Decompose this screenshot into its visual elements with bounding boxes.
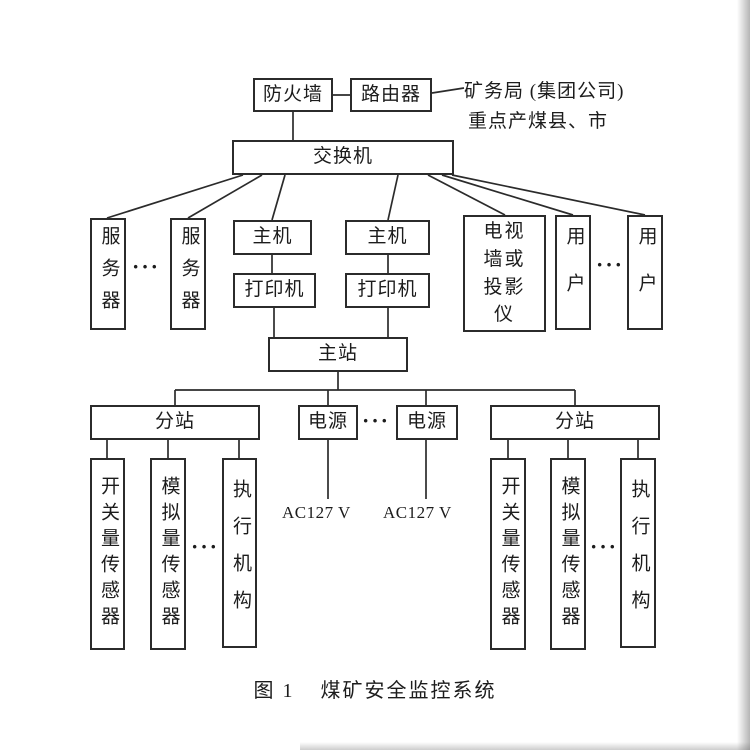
actuator-box-right: 执行机构 — [620, 458, 656, 648]
ellipsis-servers: ··· — [132, 254, 161, 279]
router-box: 路由器 — [350, 78, 432, 112]
power-box-right: 电源 — [396, 405, 458, 440]
ac-voltage-label-right: AC127 V — [383, 503, 452, 522]
printer-box-left: 打印机 — [233, 273, 316, 308]
scan-edge-shadow-right — [737, 0, 750, 750]
destination-label-line2: 重点产煤县、市 — [468, 111, 609, 132]
firewall-box: 防火墙 — [253, 78, 333, 112]
substation-box-right: 分站 — [490, 405, 660, 440]
destination-label-line1: 矿务局 (集团公司) — [464, 81, 625, 102]
host-box-right: 主机 — [345, 220, 430, 255]
switch-sensor-box-right: 开关量传感器 — [490, 458, 526, 650]
main-station-box: 主站 — [268, 337, 408, 372]
analog-sensor-box-left: 模拟量传感器 — [150, 458, 186, 650]
switch-box: 交换机 — [232, 140, 454, 175]
printer-box-right: 打印机 — [345, 273, 430, 308]
host-box-left: 主机 — [233, 220, 312, 255]
user-box-left: 用户 — [555, 215, 591, 330]
server-box-right: 服务器 — [170, 218, 206, 330]
ac-voltage-label-left: AC127 V — [282, 503, 351, 522]
scan-edge-shadow-bottom — [300, 742, 750, 750]
ellipsis-users: ··· — [596, 252, 625, 277]
substation-box-left: 分站 — [90, 405, 260, 440]
figure-caption-label: 图 1 — [253, 680, 295, 702]
figure-caption: 图 1 煤矿安全监控系统 — [0, 674, 750, 703]
power-box-left: 电源 — [298, 405, 358, 440]
tv-wall-box: 电视墙或投影仪 — [463, 215, 546, 332]
ellipsis-sensors-left: ··· — [191, 534, 220, 559]
ellipsis-power: ··· — [362, 408, 391, 433]
user-box-right: 用户 — [627, 215, 663, 330]
ellipsis-sensors-right: ··· — [590, 534, 619, 559]
actuator-box-left: 执行机构 — [222, 458, 257, 648]
analog-sensor-box-right: 模拟量传感器 — [550, 458, 586, 650]
switch-sensor-box-left: 开关量传感器 — [90, 458, 125, 650]
figure-caption-title: 煤矿安全监控系统 — [320, 680, 497, 702]
server-box-left: 服务器 — [90, 218, 126, 330]
